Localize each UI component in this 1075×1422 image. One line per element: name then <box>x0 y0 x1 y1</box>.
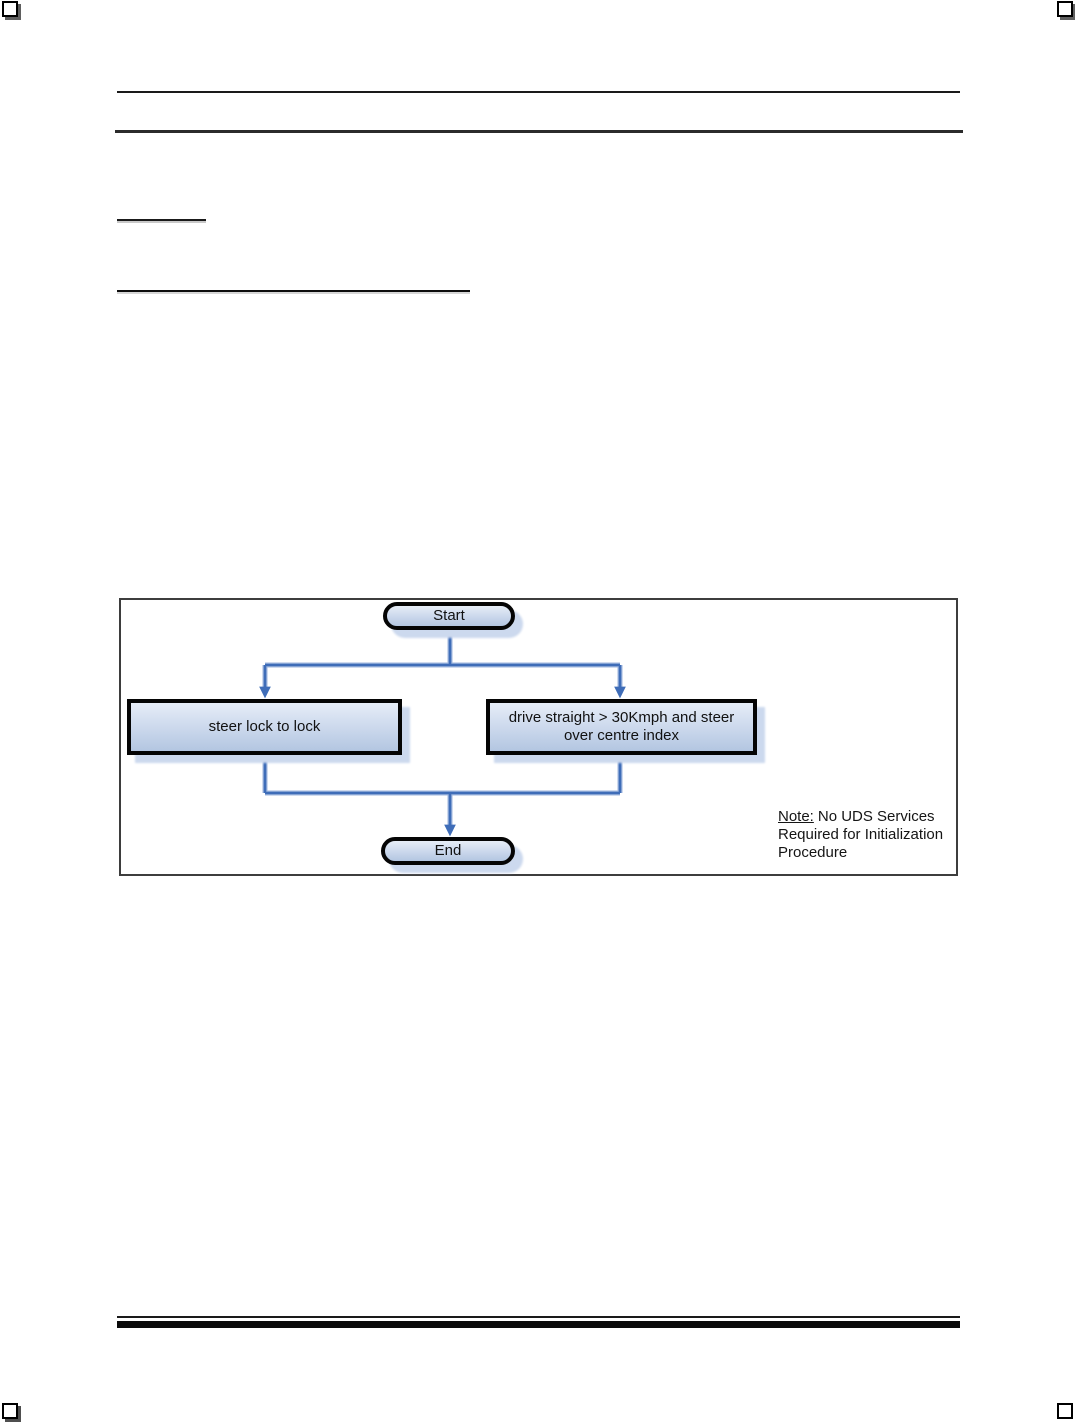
figure-note: Note:No UDS Services Required for Initia… <box>778 808 962 862</box>
corner-mark-top-left <box>2 1 18 17</box>
drive-straight-node-label: drive straight > 30Kmph and steer over c… <box>508 709 735 744</box>
corner-mark-top-right <box>1057 1 1073 17</box>
figure-note-text: No UDS Services Required for Initializat… <box>778 808 944 861</box>
flowchart-node-steer-lock: steer lock to lock <box>127 699 402 755</box>
heading-underline-short <box>117 219 206 221</box>
start-node-label: Start <box>433 607 465 624</box>
footer-rule-thin <box>117 1316 960 1318</box>
header-rule-bottom <box>115 130 963 133</box>
end-node-label: End <box>434 842 462 859</box>
heading-underline-medium <box>117 290 470 292</box>
flowchart-node-end: End <box>381 837 515 865</box>
flowchart-node-start: Start <box>383 602 515 630</box>
steer-lock-node-label: steer lock to lock <box>208 718 321 735</box>
footer-rule-thick <box>117 1321 960 1328</box>
corner-mark-bottom-left <box>2 1403 18 1419</box>
flowchart-connectors <box>259 630 626 837</box>
flowchart-figure: Start steer lock to lock drive straight … <box>119 598 958 876</box>
header-rule-top <box>117 91 960 93</box>
corner-mark-bottom-right <box>1057 1403 1073 1419</box>
figure-note-label: Note: <box>778 808 814 825</box>
flowchart-node-drive-straight: drive straight > 30Kmph and steer over c… <box>486 699 757 755</box>
